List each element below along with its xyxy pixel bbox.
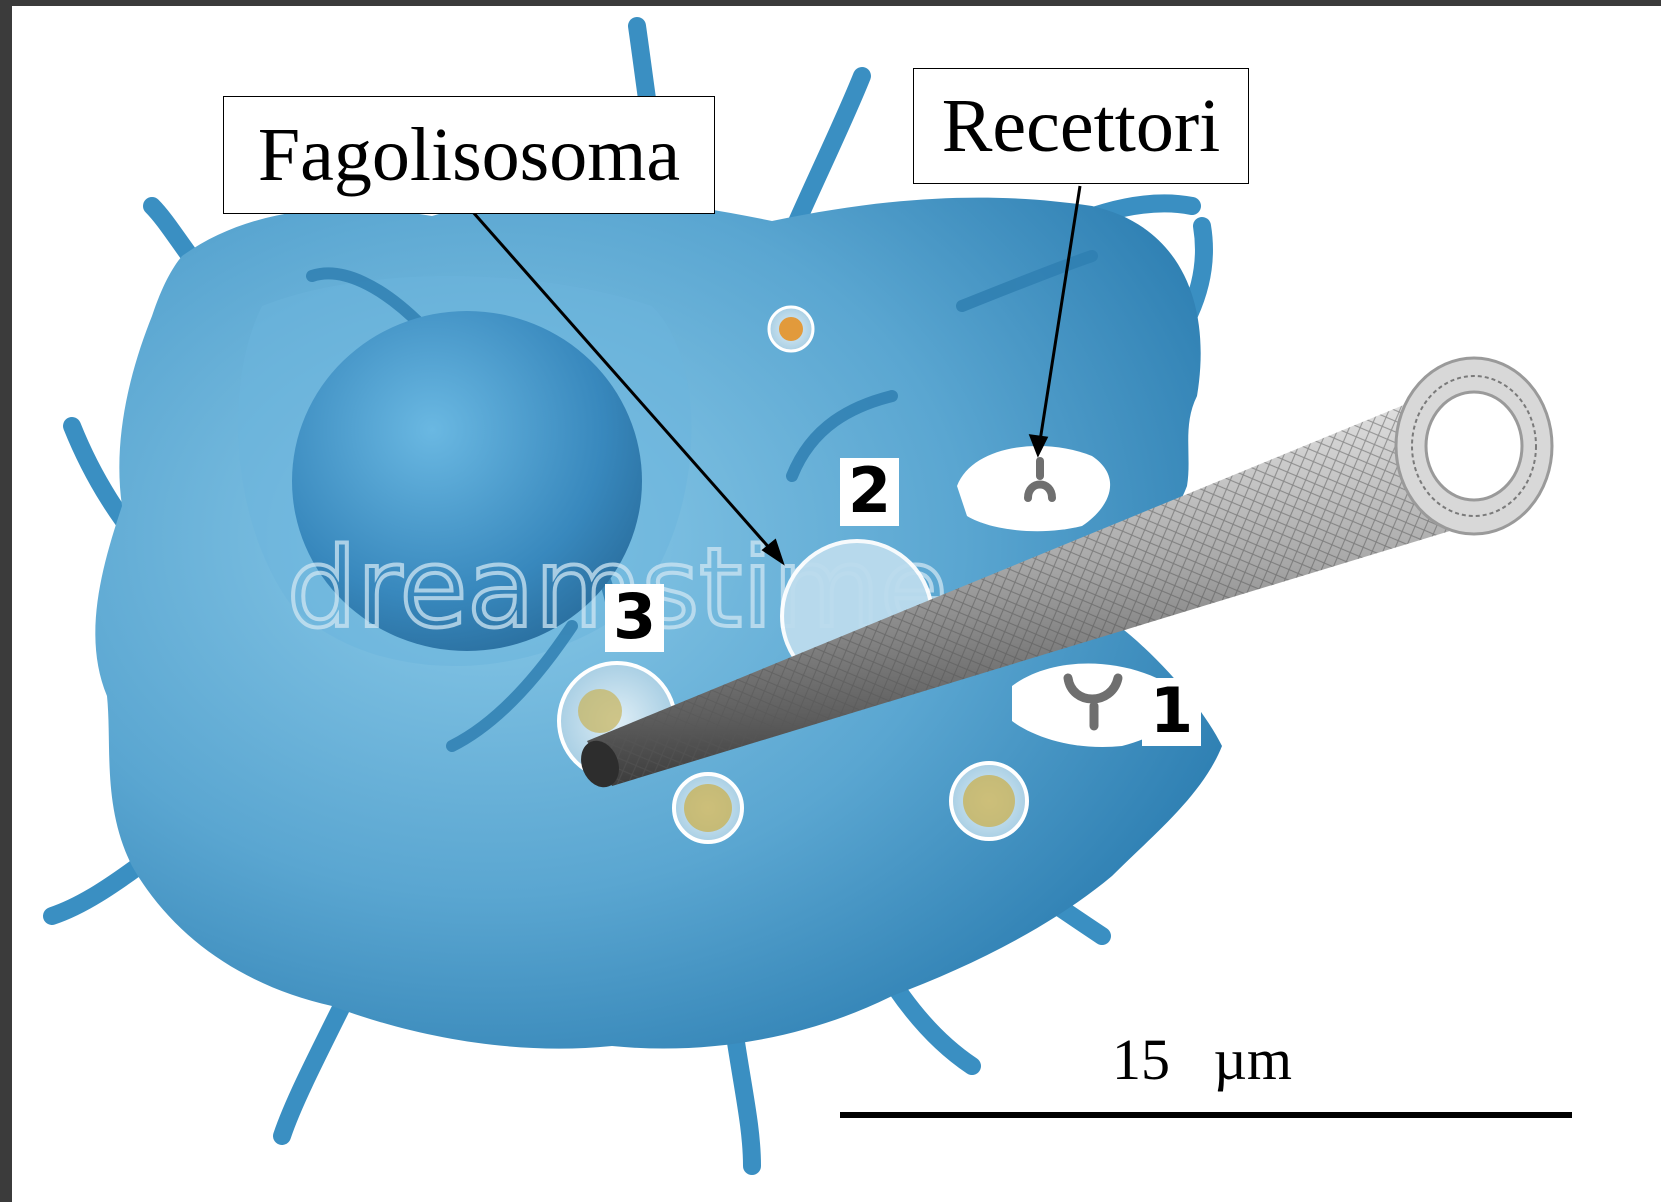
diagram-frame: dreamstime [12,6,1661,1202]
scale-bar [840,1112,1572,1118]
step-1-marker: 1 [1142,678,1201,746]
step-2-marker: 2 [840,458,899,526]
label-receptors: Recettori [913,68,1249,184]
vesicle-bottom [674,774,742,842]
scale-bar-label: 15 µm [1112,1026,1292,1093]
vesicle-right [951,763,1027,839]
step-3-marker: 3 [605,584,664,652]
label-phagolysosome: Fagolisosoma [223,96,715,214]
vesicle-top [769,307,813,351]
